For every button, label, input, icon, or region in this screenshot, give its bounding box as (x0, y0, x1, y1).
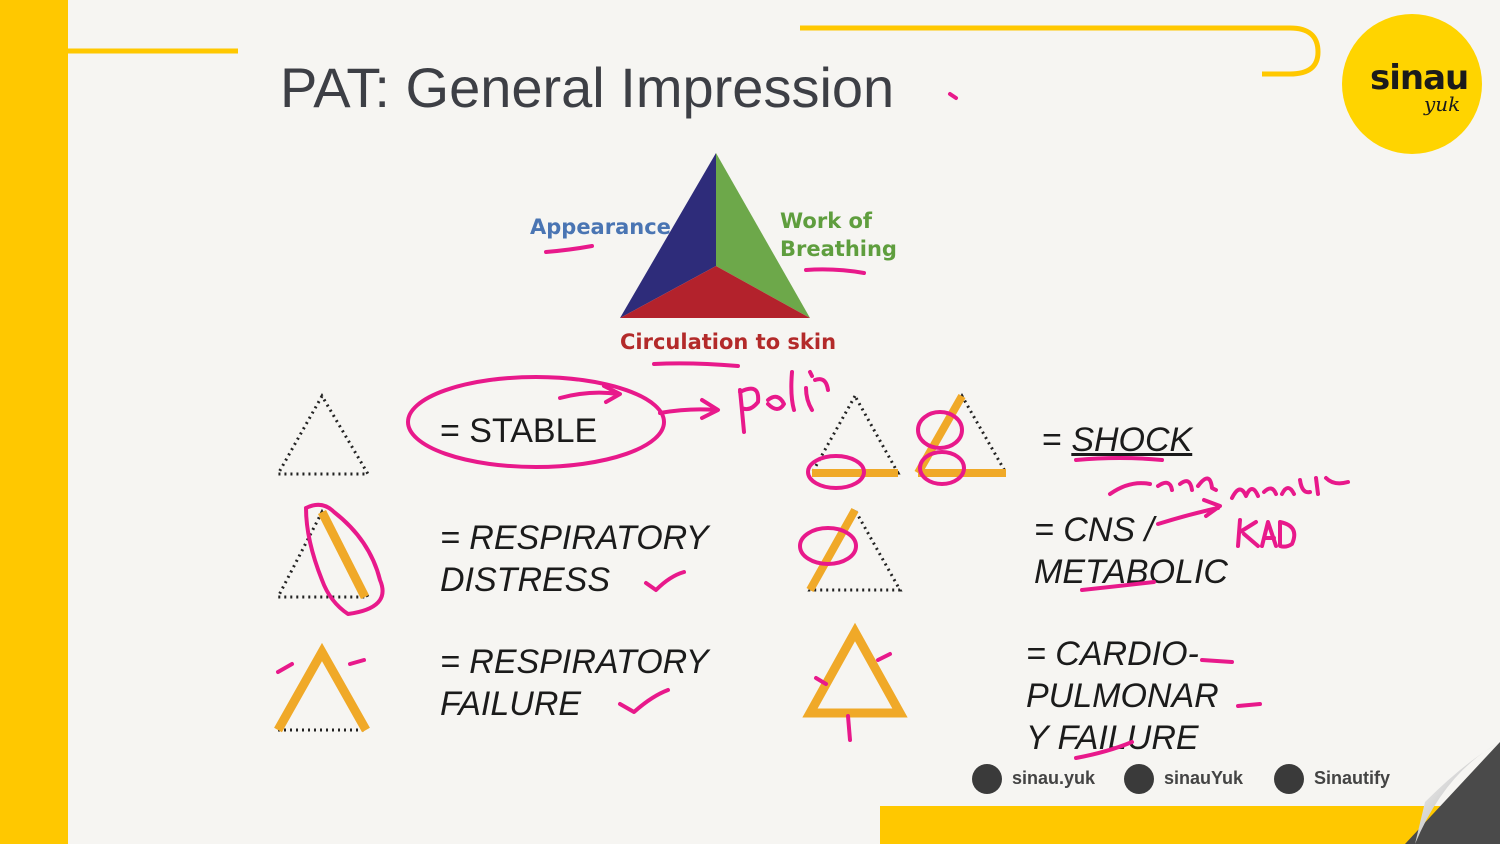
logo-main-text: sinau (1370, 58, 1469, 98)
respiratory-failure-triangle-icon (274, 642, 370, 733)
instagram-icon (972, 764, 1002, 794)
kad-note (1236, 518, 1297, 549)
cns-metabolic-triangle-icon (806, 506, 903, 592)
twitter-link[interactable]: sinauYuk (1124, 764, 1243, 794)
work-of-breathing-label: Work of Breathing (780, 207, 897, 263)
respiratory-distress-label: = RESPIRATORY DISTRESS (440, 519, 709, 599)
shock-triangle-icon-1 (809, 392, 901, 477)
slide-title: PAT: General Impression (280, 56, 895, 119)
shock-circle-1 (806, 454, 866, 490)
stable-label: = STABLE (440, 412, 598, 450)
sinau-yuk-logo (1342, 14, 1482, 154)
page-curl-icon (1405, 742, 1500, 844)
circulation-label: Circulation to skin (620, 330, 837, 354)
resp-distress-outline (304, 502, 385, 616)
cns-circle (798, 526, 858, 566)
left-accent-bar (0, 0, 68, 844)
shock-label: = SHOCK (1042, 419, 1192, 461)
circulation-underline (652, 361, 740, 368)
cardio-dash-1 (1200, 658, 1234, 664)
resp-failure-check (618, 688, 670, 714)
cardiopulmonary-failure-label: = CARDIO- PULMONAR Y FAILURE (1026, 635, 1219, 757)
resp-failure-tick-left (276, 662, 294, 674)
title-dot (948, 92, 958, 100)
shock-label-prefix: = (1042, 421, 1072, 459)
instagram-link[interactable]: sinau.yuk (972, 764, 1095, 794)
stable-arrow-right (658, 398, 720, 420)
shock-underline (1074, 456, 1164, 462)
instagram-handle: sinau.yuk (1012, 767, 1096, 788)
respiratory-failure-label: = RESPIRATORY FAILURE (440, 643, 709, 723)
cns-arrow (1156, 498, 1222, 526)
appearance-segment (620, 153, 716, 318)
work-of-breathing-segment (716, 153, 810, 318)
metabolic-underline (1080, 580, 1156, 592)
cardio-tick-2 (814, 676, 828, 686)
resp-failure-tick-right (348, 658, 366, 666)
shock-circle-2 (916, 410, 964, 450)
respiratory-distress-triangle-icon (275, 508, 371, 600)
twitter-icon (1124, 764, 1154, 794)
cardio-tick-1 (876, 652, 892, 662)
circulation-segment (620, 266, 810, 318)
wob-line2: Breathing (780, 237, 897, 261)
logo-sub-text: yuk (1424, 92, 1461, 116)
cardio-tick-3 (846, 714, 852, 742)
ssp-note (1108, 476, 1218, 496)
appearance-underline (544, 244, 594, 254)
resp-distress-check (644, 570, 686, 592)
failure-underline (1074, 740, 1134, 760)
spotify-handle: Sinautify (1314, 767, 1391, 788)
wob-line1: Work of (780, 209, 873, 233)
wob-underline (804, 267, 866, 275)
spotify-link[interactable]: Sinautify (1274, 764, 1390, 794)
spotify-icon (1274, 764, 1304, 794)
pale-scribble (738, 370, 830, 434)
bottom-accent-bar (880, 806, 1440, 844)
appearance-label: Appearance (530, 215, 671, 239)
shock-label-text: SHOCK (1071, 421, 1193, 459)
twitter-handle: sinauYuk (1164, 767, 1244, 788)
shock-circle-3 (918, 450, 966, 486)
cardio-dash-2 (1236, 702, 1262, 708)
stable-circle (406, 375, 666, 469)
cardiopulmonary-failure-triangle-icon (802, 622, 908, 718)
menunjuk-note (1230, 476, 1350, 500)
stable-arrow-top (558, 384, 622, 404)
